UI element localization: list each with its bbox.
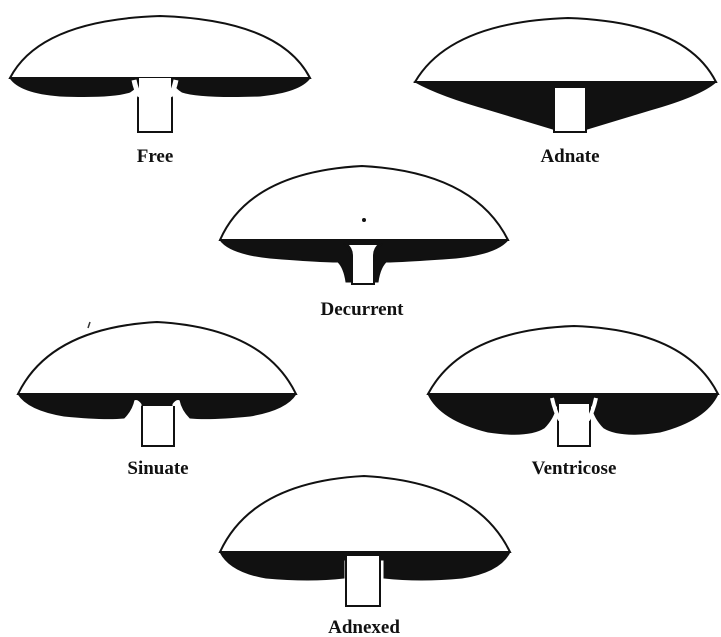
cap-outline xyxy=(18,322,296,394)
stem-ventricose xyxy=(558,404,590,446)
label-sinuate: Sinuate xyxy=(127,458,188,479)
cap-outline xyxy=(415,18,716,82)
cap-outline xyxy=(428,326,718,394)
label-adnate: Adnate xyxy=(540,146,599,167)
mushroom-ventricose: Ventricose xyxy=(428,326,718,479)
stem-free xyxy=(138,78,172,132)
ink-speck xyxy=(362,218,366,222)
stem-adnexed xyxy=(346,556,380,606)
mushroom-adnexed: Adnexed xyxy=(220,476,510,637)
cap-outline xyxy=(220,166,508,240)
stray-mark xyxy=(88,322,90,328)
mushroom-free: Free xyxy=(10,16,310,167)
label-adnexed: Adnexed xyxy=(328,617,400,637)
label-ventricose: Ventricose xyxy=(532,458,617,479)
label-decurrent: Decurrent xyxy=(320,299,404,320)
label-free: Free xyxy=(137,146,174,167)
stem-adnate xyxy=(554,88,586,132)
stem-sinuate xyxy=(142,406,174,446)
mushroom-sinuate: Sinuate xyxy=(18,322,296,479)
cap-outline xyxy=(220,476,510,552)
cap-outline xyxy=(10,16,310,78)
mushroom-adnate: Adnate xyxy=(415,18,716,167)
mushroom-decurrent: Decurrent xyxy=(220,166,508,320)
